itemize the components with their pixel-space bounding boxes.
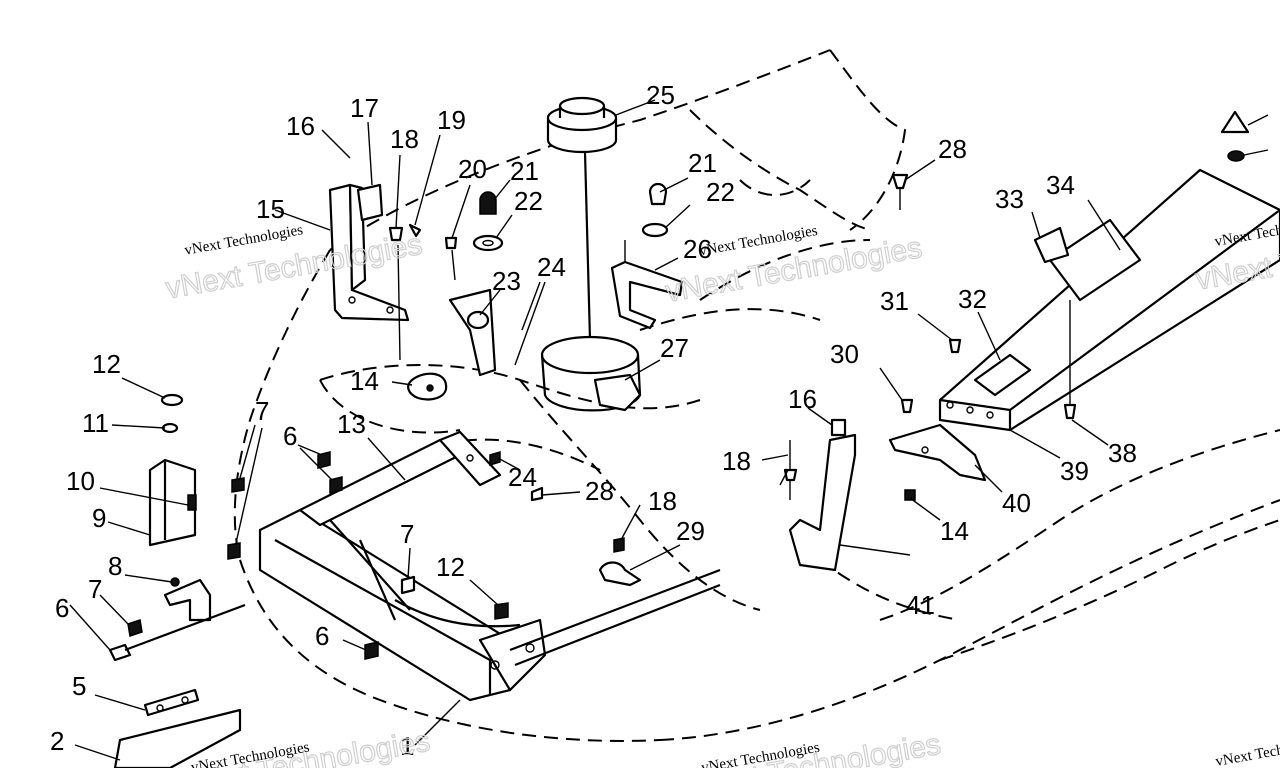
washer-11 <box>161 422 179 434</box>
callout-40: 40 <box>1002 488 1031 518</box>
callout-38: 38 <box>1108 438 1137 468</box>
callout-14: 14 <box>940 516 969 546</box>
frame-arm-13 <box>438 430 502 487</box>
callout-12: 12 <box>436 552 465 582</box>
callout-23: 23 <box>492 266 521 296</box>
washer-12a <box>160 393 184 407</box>
callout-5: 5 <box>72 671 86 701</box>
washer-22b <box>641 222 669 238</box>
callout-6: 6 <box>315 621 329 651</box>
callout-21: 21 <box>688 148 717 178</box>
callout-numbers: 1 2 5 6 6 6 7 7 7 8 9 10 11 12 12 13 14 … <box>50 80 1137 761</box>
callout-6: 6 <box>55 593 69 623</box>
center-bracket <box>448 288 497 377</box>
callout-31: 31 <box>880 286 909 316</box>
callout-30: 30 <box>830 339 859 369</box>
callout-14: 14 <box>350 366 379 396</box>
watermark-small: vNext Technologies <box>1214 733 1280 768</box>
callout-41: 41 <box>906 590 935 620</box>
body-outline <box>233 49 1280 742</box>
callout-6: 6 <box>283 421 297 451</box>
callout-12: 12 <box>92 349 121 379</box>
callout-22: 22 <box>514 186 543 216</box>
frame-hardware <box>227 450 544 660</box>
callout-27: 27 <box>660 333 689 363</box>
callout-7: 7 <box>255 396 269 426</box>
leader-lines <box>69 99 1269 761</box>
bracket-8 <box>163 577 212 622</box>
callout-28: 28 <box>585 476 614 506</box>
callout-29: 29 <box>676 516 705 546</box>
right-beam <box>888 168 1280 482</box>
callout-25: 25 <box>646 80 675 110</box>
right-bracket-41 <box>783 418 857 572</box>
callout-18: 18 <box>722 446 751 476</box>
callout-24: 24 <box>537 252 566 282</box>
pulley-axis-line <box>583 151 592 341</box>
callout-18: 18 <box>648 486 677 516</box>
callout-21: 21 <box>510 156 539 186</box>
callout-24: 24 <box>508 462 537 492</box>
center-right-bracket <box>610 240 684 330</box>
callout-1: 1 <box>400 731 414 761</box>
callout-2: 2 <box>50 726 64 756</box>
callout-16: 16 <box>788 384 817 414</box>
callout-26: 26 <box>683 234 712 264</box>
main-frame <box>258 438 721 702</box>
callout-16: 16 <box>286 111 315 141</box>
callout-7: 7 <box>88 574 102 604</box>
callout-33: 33 <box>995 184 1024 214</box>
bolt-6a <box>108 603 246 662</box>
callout-9: 9 <box>92 503 106 533</box>
pulley <box>546 96 618 154</box>
callout-8: 8 <box>108 551 122 581</box>
callout-34: 34 <box>1046 170 1075 200</box>
nut-top-right <box>1227 150 1245 162</box>
callout-28: 28 <box>938 134 967 164</box>
callout-19: 19 <box>437 105 466 135</box>
spindle-housing <box>540 335 642 412</box>
callout-20: 20 <box>458 154 487 184</box>
callout-10: 10 <box>66 466 95 496</box>
callout-17: 17 <box>350 93 379 123</box>
callout-7: 7 <box>400 519 414 549</box>
callout-11: 11 <box>82 408 109 438</box>
left-bracket <box>328 183 410 322</box>
bearing-14 <box>407 372 448 401</box>
callout-15: 15 <box>256 194 285 224</box>
knob-top-right <box>1220 110 1250 134</box>
hardware-left <box>388 191 504 361</box>
callout-22: 22 <box>706 177 735 207</box>
callout-18: 18 <box>390 124 419 154</box>
callout-32: 32 <box>958 284 987 314</box>
decal-33 <box>1033 226 1070 264</box>
clip-29 <box>598 537 642 587</box>
front-skid <box>113 688 242 768</box>
right-beam-hardware <box>891 173 1077 501</box>
callout-39: 39 <box>1060 456 1089 486</box>
nut-21b <box>648 182 668 206</box>
callout-13: 13 <box>337 409 366 439</box>
